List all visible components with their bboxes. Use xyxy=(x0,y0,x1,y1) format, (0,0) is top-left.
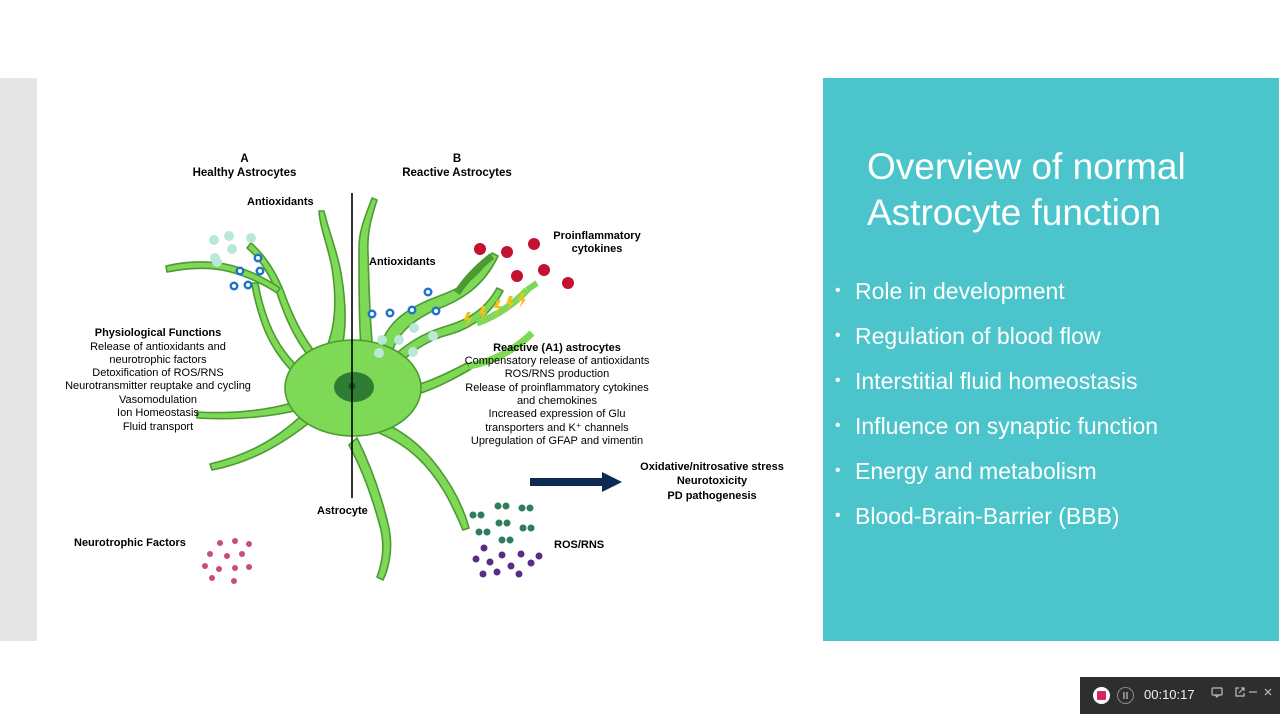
bullet-glyph: • xyxy=(835,462,841,479)
bullet-text: Blood-Brain-Barrier (BBB) xyxy=(855,503,1120,529)
bullet-list: • Role in development • Regulation of bloo… xyxy=(835,275,1158,545)
bullet-glyph: • xyxy=(835,372,841,389)
physiological-item: Fluid transport xyxy=(122,421,194,433)
minimize-icon[interactable] xyxy=(1246,686,1260,702)
bullet-item: • Influence on synaptic function xyxy=(835,410,1158,455)
recording-toolbar: 00:10:17 xyxy=(1080,677,1280,714)
bullet-text: Regulation of blood flow xyxy=(855,323,1101,349)
outcome-item: PD pathogenesis xyxy=(667,490,757,502)
reactive-item: and chemokines xyxy=(516,395,598,407)
bullet-glyph: • xyxy=(835,327,841,344)
proinflammatory-label-1: Proinflammatory xyxy=(553,230,641,242)
recording-timer: 00:10:17 xyxy=(1144,687,1195,702)
physiological-item: Release of antioxidants and xyxy=(90,341,226,353)
camera-icon[interactable] xyxy=(1210,686,1224,702)
physiological-item: Neurotransmitter reuptake and cycling xyxy=(65,380,251,392)
reactive-item: ROS/RNS production xyxy=(504,368,610,380)
bullet-item: • Role in development xyxy=(835,275,1158,320)
bullet-glyph: • xyxy=(835,282,841,299)
physiological-item: neurotrophic factors xyxy=(109,354,207,366)
physiological-title: Physiological Functions xyxy=(94,327,222,339)
physiological-item: Ion Homeostasis xyxy=(117,407,199,419)
reactive-item: transporters and K⁺ channels xyxy=(485,422,629,434)
outcome-item: Neurotoxicity xyxy=(676,475,748,487)
antioxidants-a-label: Antioxidants xyxy=(247,196,314,208)
astrocyte-cell-body xyxy=(165,197,504,581)
slide-left-margin xyxy=(0,78,37,641)
stop-record-icon[interactable] xyxy=(1093,687,1110,704)
bullet-text: Influence on synaptic function xyxy=(855,413,1159,439)
reactive-item: Increased expression of Glu xyxy=(488,408,626,420)
reactive-item: Upregulation of GFAP and vimentin xyxy=(470,435,644,447)
bullet-item: • Regulation of blood flow xyxy=(835,320,1158,365)
reactive-item: Release of proinflammatory cytokines xyxy=(465,382,649,394)
reactive-item: Compensatory release of antioxidants xyxy=(464,355,650,367)
bullet-glyph: • xyxy=(835,507,841,524)
proinflammatory-label-2: cytokines xyxy=(571,243,623,255)
neurotrophic-label: Neurotrophic Factors xyxy=(74,537,186,549)
panel-a-title: Healthy Astrocytes xyxy=(192,167,297,179)
pause-icon[interactable] xyxy=(1117,687,1134,704)
ros-rns-label: ROS/RNS xyxy=(554,539,605,551)
outcome-item: Oxidative/nitrosative stress xyxy=(640,461,784,473)
reactive-title: Reactive (A1) astrocytes xyxy=(493,342,621,354)
title-panel: Overview of normal Astrocyte function • R… xyxy=(823,78,1279,641)
physiological-item: Vasomodulation xyxy=(118,394,198,406)
antioxidants-b-label: Antioxidants xyxy=(369,256,436,268)
slide-title: Overview of normal Astrocyte function xyxy=(867,146,1186,233)
arrow-shaft xyxy=(530,478,602,486)
astrocyte-figure: A Healthy Astrocytes B Reactive Astrocyt… xyxy=(37,78,823,641)
astrocyte-label: Astrocyte xyxy=(317,505,368,517)
bullet-item: • Blood-Brain-Barrier (BBB) xyxy=(835,500,1158,545)
bullet-glyph: • xyxy=(835,417,841,434)
bullet-text: Energy and metabolism xyxy=(855,458,1097,484)
arrow-head xyxy=(602,472,622,492)
bullet-item: • Interstitial fluid homeostasis xyxy=(835,365,1158,410)
panel-b-letter: B xyxy=(452,153,462,165)
panel-a-letter: A xyxy=(240,153,249,165)
bullet-text: Interstitial fluid homeostasis xyxy=(855,368,1138,394)
astrocyte-illustration xyxy=(165,193,622,584)
close-icon[interactable] xyxy=(1261,686,1275,702)
panel-b-title: Reactive Astrocytes xyxy=(402,167,512,179)
bullet-text: Role in development xyxy=(855,278,1065,304)
bullet-item: • Energy and metabolism xyxy=(835,455,1158,500)
external-link-icon[interactable] xyxy=(1233,686,1247,702)
physiological-item: Detoxification of ROS/RNS xyxy=(92,367,224,379)
